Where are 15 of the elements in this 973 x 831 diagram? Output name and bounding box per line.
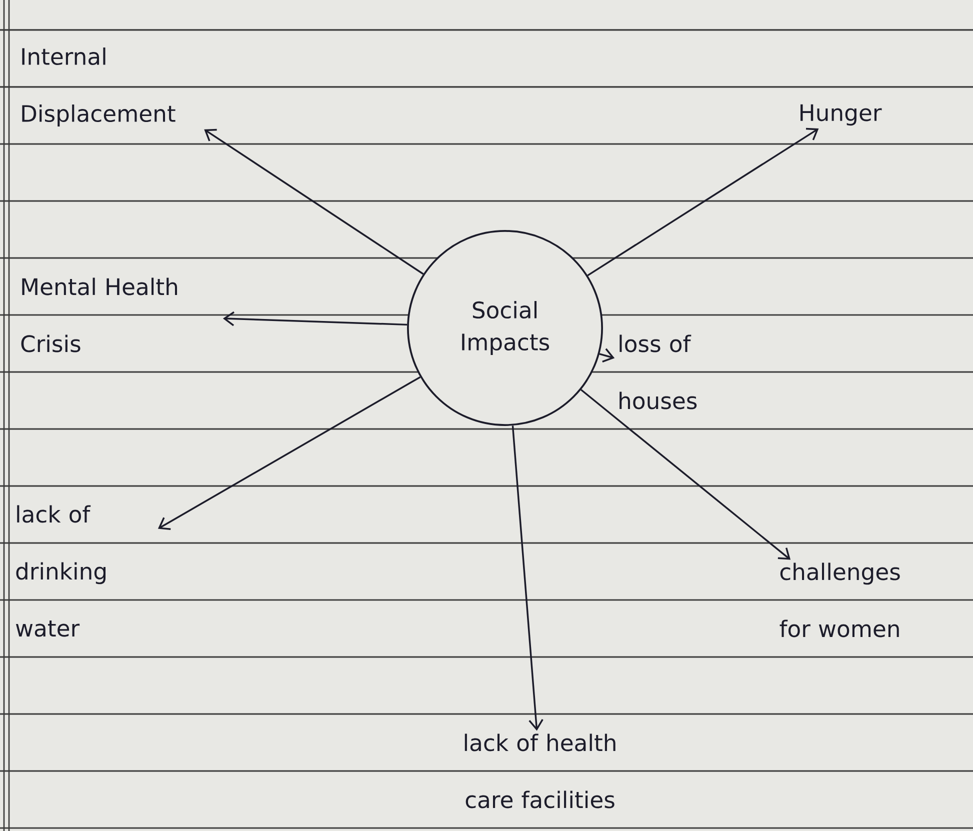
node-label: lack of health care facilities — [464, 734, 616, 808]
arrow — [587, 128, 819, 276]
node-label: Internal Displacement — [22, 48, 176, 126]
arrow — [580, 389, 791, 560]
node-label: challenges for women — [780, 562, 900, 638]
circle-node: Social Impacts — [407, 230, 603, 426]
node-label: lack of drinking water — [16, 505, 106, 637]
arrow — [512, 426, 544, 731]
arrow — [158, 376, 421, 530]
node-label: Hunger — [800, 104, 882, 126]
arrow — [599, 348, 615, 362]
arrow — [222, 311, 408, 326]
node-label: Mental Health Crisis — [21, 278, 177, 352]
node-label: loss of houses — [620, 334, 697, 410]
arrow — [204, 128, 424, 275]
